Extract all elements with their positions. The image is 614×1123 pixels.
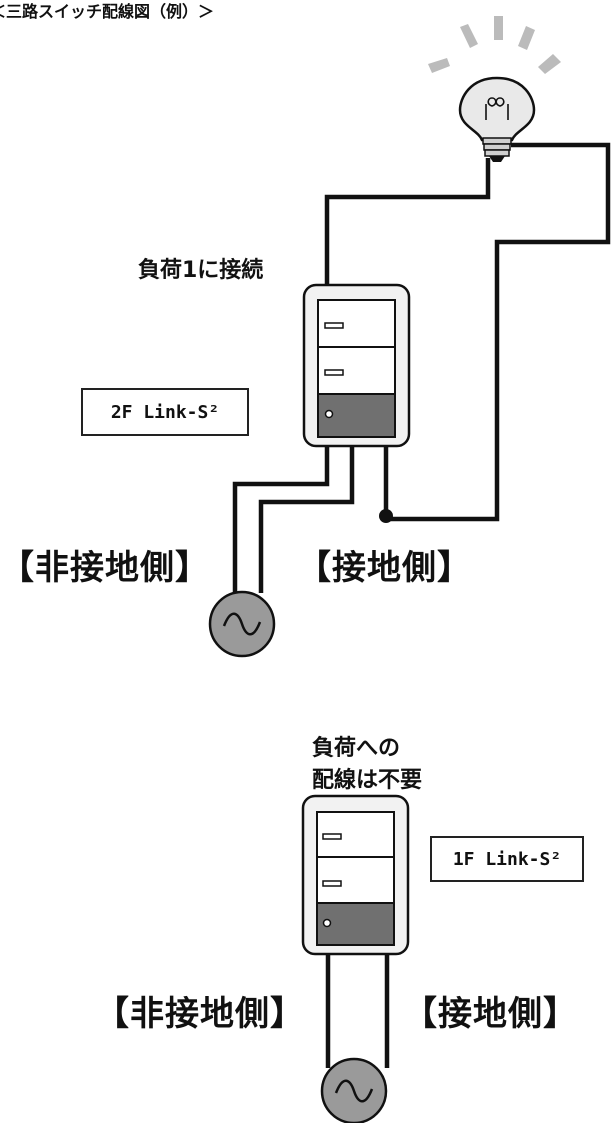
- light-bulb-icon: [458, 76, 536, 162]
- light-rays: [428, 16, 561, 74]
- device-label-2f: 2F Link-S²: [81, 388, 249, 436]
- ungrounded-side-label-top: 【非接地側】: [0, 548, 210, 588]
- junction-dot: [379, 509, 393, 523]
- ac-source-bottom-icon: [320, 1057, 388, 1123]
- device-label-1f: 1F Link-S²: [430, 836, 584, 882]
- switch-device-2f: [302, 283, 411, 448]
- ac-source-top-icon: [208, 590, 276, 658]
- ungrounded-side-label-bottom: 【非接地側】: [95, 994, 305, 1034]
- grounded-side-label-top: 【接地側】: [297, 548, 472, 588]
- grounded-side-label-bottom: 【接地側】: [403, 994, 578, 1034]
- no-load-wiring-label-line1: 負荷への: [312, 736, 401, 761]
- diagram-title: ＜三路スイッチ配線図（例）＞: [0, 2, 215, 21]
- top-wires: [232, 142, 611, 593]
- switch-device-1f: [301, 794, 410, 956]
- load-connection-label: 負荷1に接続: [138, 258, 264, 283]
- no-load-wiring-label-line2: 配線は不要: [312, 768, 423, 793]
- bottom-wires: [325, 950, 390, 1068]
